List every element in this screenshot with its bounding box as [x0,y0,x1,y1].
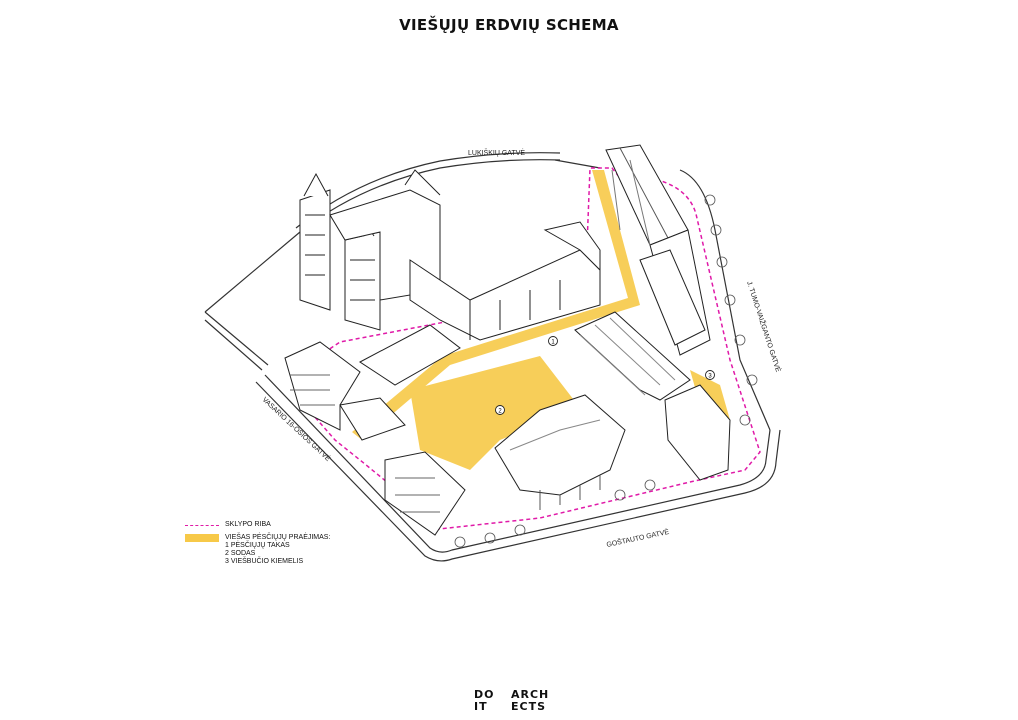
legend-row-public: VIEŠAS PĖSČIŲJŲ PRAĖJIMAS: 1 PĖSČIŲJŲ TA… [185,534,330,566]
monastery-building [409,221,601,341]
street-label-east: J. TUMO-VAIŽGANTO GATVĖ [745,280,783,374]
street-label-north: LUKIŠKIŲ GATVĖ [468,148,525,157]
legend-boundary-label: SKLYPO RIBA [225,521,271,528]
svg-text:1: 1 [551,340,555,346]
boundary-swatch [185,525,219,526]
legend-row-boundary: SKLYPO RIBA [185,521,330,529]
legend-item: 3 VIEŠBUČIO KIEMELIS [225,558,304,565]
logo-text: ECTS [511,700,547,713]
legend: SKLYPO RIBA VIEŠAS PĖSČIŲJŲ PRAĖJIMAS: 1… [185,521,330,571]
street-label-south: GOŠTAUTO GATVĖ [606,527,671,549]
central-buildings [494,311,731,510]
public-walkway-area [352,170,730,470]
logo: DO ARCH IT ECTS [474,689,549,713]
svg-text:2: 2 [498,409,502,415]
public-space-swatch [185,534,219,542]
street-outline [204,152,781,562]
svg-text:3: 3 [708,374,712,380]
logo-text: ARCH [511,688,550,701]
marker-2: 2 [495,405,505,415]
legend-public-title: VIEŠAS PĖSČIŲJŲ PRAĖJIMAS: [225,534,331,541]
logo-text: IT [474,700,488,713]
marker-1: 1 [548,336,558,346]
logo-text: DO [474,688,495,701]
east-long-building [605,144,711,356]
west-buildings [284,324,466,536]
legend-item: 2 SODAS [225,550,256,557]
legend-item: 1 PĖSČIŲJŲ TAKAS [225,542,290,549]
marker-3: 3 [705,370,715,380]
page-title: VIEŠŲJŲ ERDVIŲ SCHEMA [399,16,619,34]
trees [454,194,758,548]
